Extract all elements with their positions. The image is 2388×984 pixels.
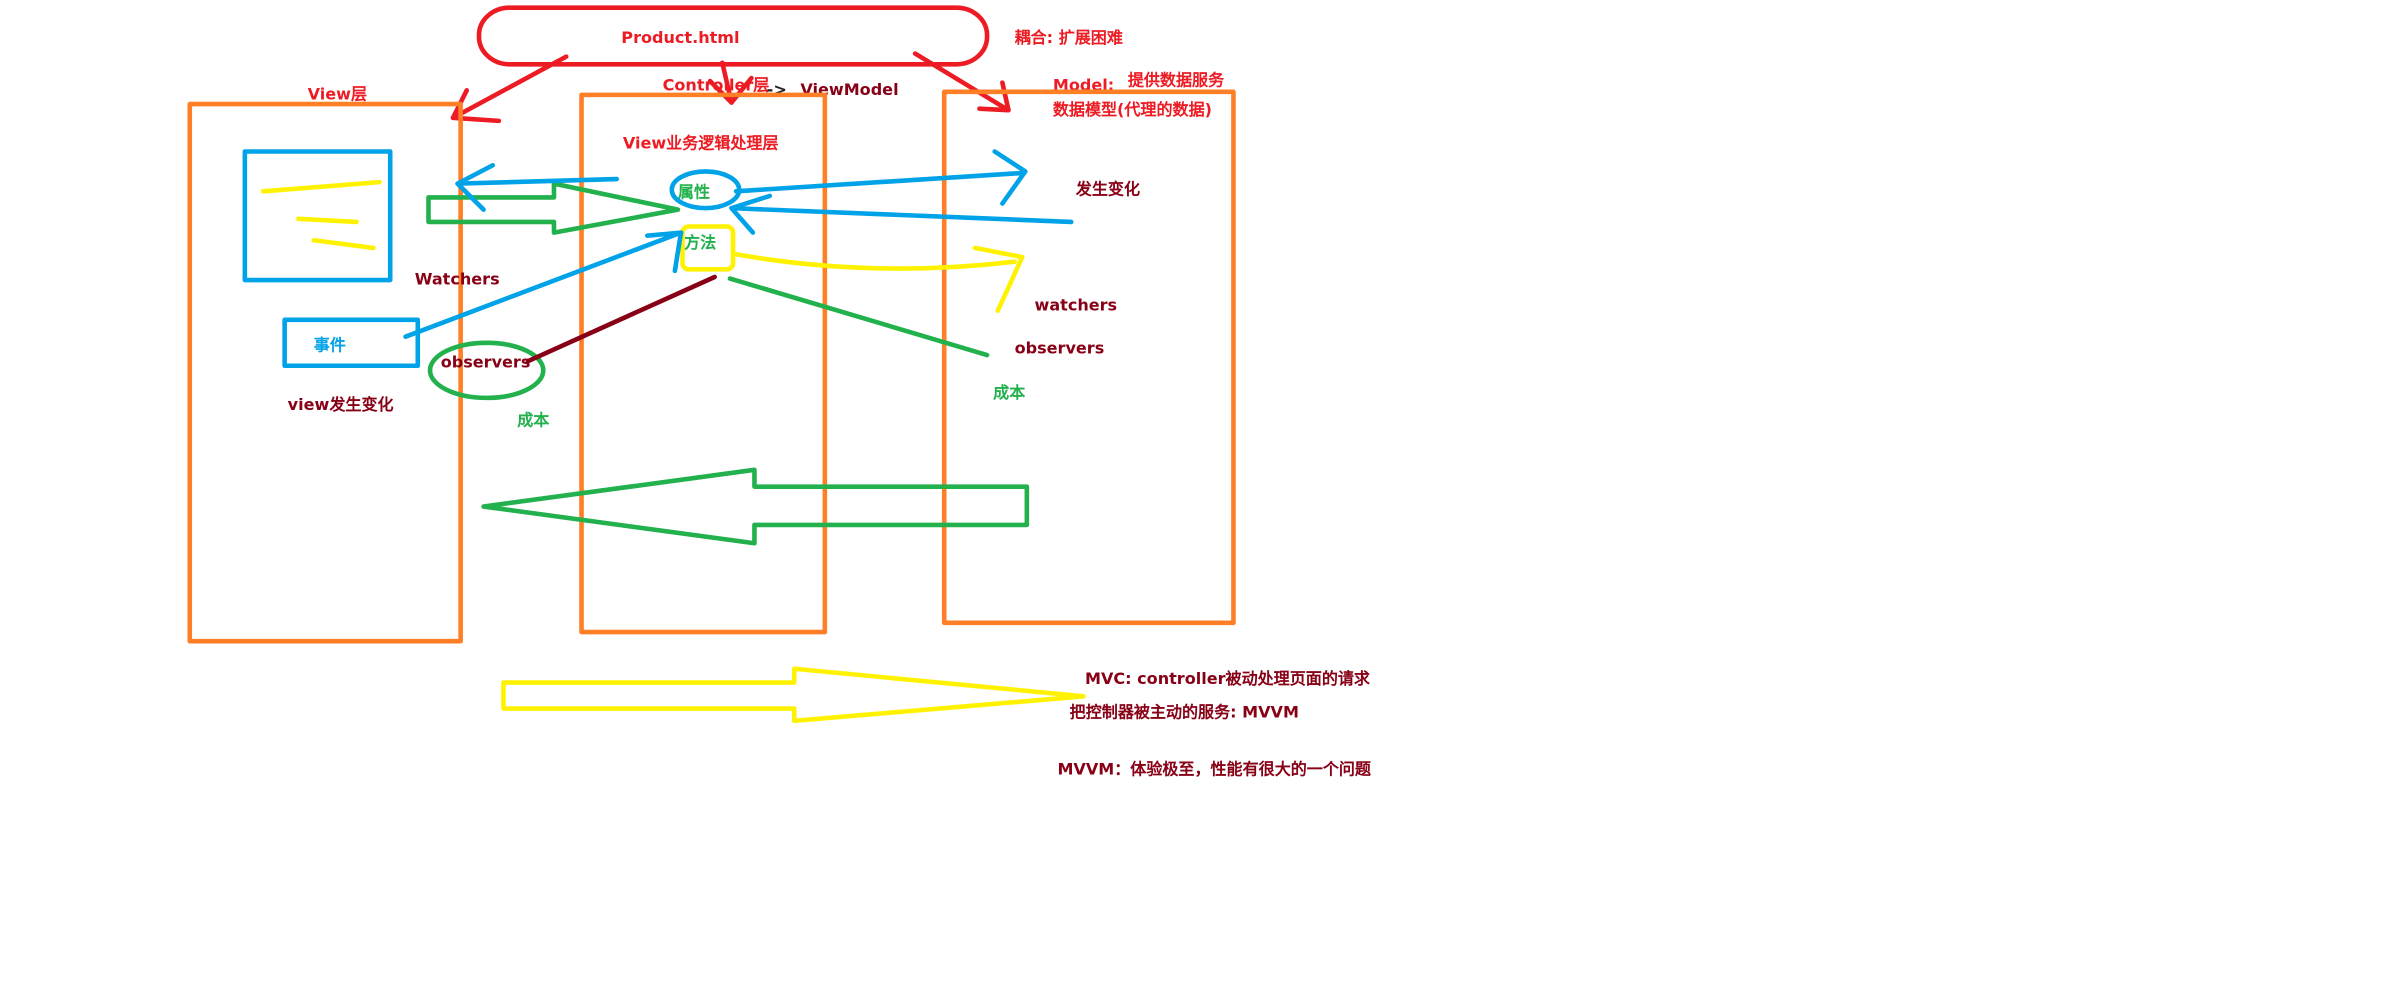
- controller-subtitle: View业务逻辑处理层: [623, 133, 779, 152]
- view-change-label: view发生变化: [288, 395, 394, 414]
- product-html-label: Product.html: [621, 28, 739, 47]
- model-observers-label: observers: [1015, 339, 1105, 358]
- view-widget-line: [296, 216, 359, 225]
- arrow-property-to-model: [733, 149, 1028, 206]
- view-watchers-label: Watchers: [415, 270, 500, 289]
- method-outline: [680, 224, 736, 272]
- model-layer-box: [941, 89, 1236, 626]
- view-widget-line: [260, 179, 382, 194]
- arrow-method-to-model: [732, 245, 1025, 313]
- arrow-event-to-method: [403, 230, 684, 339]
- arrow-head: [707, 75, 754, 105]
- arrow-shaft: [403, 230, 684, 339]
- arrow-product-to-view: [450, 54, 569, 124]
- view-widget-line: [311, 237, 376, 251]
- block-arrow-model-to-view: [481, 467, 1030, 546]
- view-widget-box: [242, 149, 393, 283]
- arrow-shaft: [732, 251, 1017, 271]
- block-arrow-to-notes: [501, 666, 1086, 724]
- arrow-head: [729, 193, 773, 235]
- arrow-shaft: [729, 205, 1074, 225]
- model-subtitle: 数据模型(代理的数据): [1053, 100, 1212, 119]
- product-html-outline: [476, 5, 990, 67]
- arrow-shaft: [912, 51, 1011, 113]
- event-label: 事件: [314, 335, 346, 354]
- property-label: 属性: [678, 182, 710, 201]
- arrow-head: [992, 149, 1028, 206]
- arrow-model-to-property: [729, 193, 1074, 235]
- observers-to-method-line: [525, 274, 717, 364]
- note-mvvm-performance: MVVM：体验极至，性能有很大的一个问题: [1057, 759, 1371, 778]
- view-cost-label: 成本: [517, 410, 550, 429]
- controller-layer-title: Controller层: [663, 75, 770, 94]
- arrow-head: [645, 230, 684, 274]
- model-service-label: 提供数据服务: [1128, 71, 1225, 90]
- model-change-label: 发生变化: [1075, 179, 1140, 198]
- block-arrow-view-to-controller: [426, 181, 681, 235]
- coupling-note: 耦合: 扩展困难: [1015, 28, 1123, 47]
- view-layer-title: View层: [308, 84, 367, 103]
- arrow-head: [455, 162, 496, 212]
- method-to-model-observers-line: [727, 276, 990, 358]
- model-watchers-label: watchers: [1035, 296, 1118, 315]
- arrow-head: [972, 245, 1025, 313]
- view-observers-outline: [427, 340, 546, 401]
- arrow-shaft: [450, 54, 569, 121]
- arrow-shaft: [733, 170, 1027, 194]
- view-layer-box: [187, 101, 463, 644]
- event-box: [282, 317, 421, 369]
- arrow-head: [450, 87, 502, 124]
- controller-layer-box: [579, 92, 828, 635]
- note-mvvm-service: 把控制器被主动的服务: MVVM: [1070, 703, 1299, 722]
- model-cost-label: 成本: [993, 383, 1026, 402]
- note-mvc: MVC: controller被动处理页面的请求: [1085, 669, 1371, 688]
- arrow-property-to-view: [455, 162, 620, 212]
- view-observers-label: observers: [441, 352, 531, 371]
- arrow-shaft: [455, 176, 620, 186]
- method-label: 方法: [684, 233, 716, 252]
